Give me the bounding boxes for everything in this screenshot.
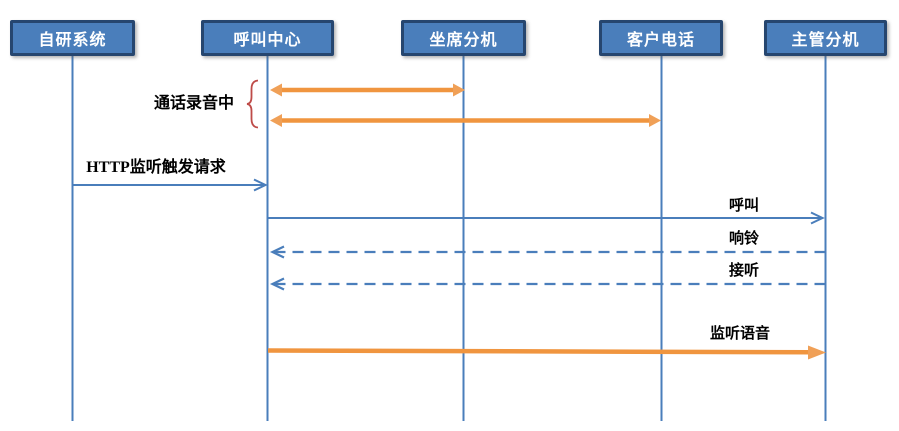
actor-box-customer-phone: 客户电话: [599, 20, 723, 56]
actor-box-supervisor-ext: 主管分机: [764, 20, 887, 56]
arrow-call: [267, 211, 825, 225]
message-label-ring: 响铃: [728, 231, 759, 247]
arrow-http-request: [72, 178, 268, 192]
actor-label: 呼叫中心: [233, 32, 302, 49]
actor-box-self-system: 自研系统: [10, 20, 135, 56]
message-label-recording: 通话录音中: [154, 95, 235, 112]
actor-label: 坐席分机: [429, 32, 498, 49]
arrow-recording-agent: [270, 83, 465, 97]
actor-label: 自研系统: [38, 32, 107, 49]
actor-label: 主管分机: [791, 32, 860, 49]
recording-brace-icon: [246, 79, 259, 129]
actor-box-call-center: 呼叫中心: [201, 20, 334, 56]
message-label-answer: 接听: [728, 263, 759, 279]
arrow-monitor-voice: [267, 345, 826, 360]
actor-label: 客户电话: [626, 32, 695, 49]
arrow-ring: [269, 245, 826, 259]
arrow-recording-customer: [270, 114, 661, 127]
message-label-call: 呼叫: [728, 198, 759, 214]
actor-box-agent-ext: 坐席分机: [401, 20, 526, 56]
message-label-http-request: HTTP监听触发请求: [86, 159, 226, 176]
arrow-answer: [269, 277, 826, 291]
message-label-monitor-voice: 监听语音: [709, 326, 770, 342]
